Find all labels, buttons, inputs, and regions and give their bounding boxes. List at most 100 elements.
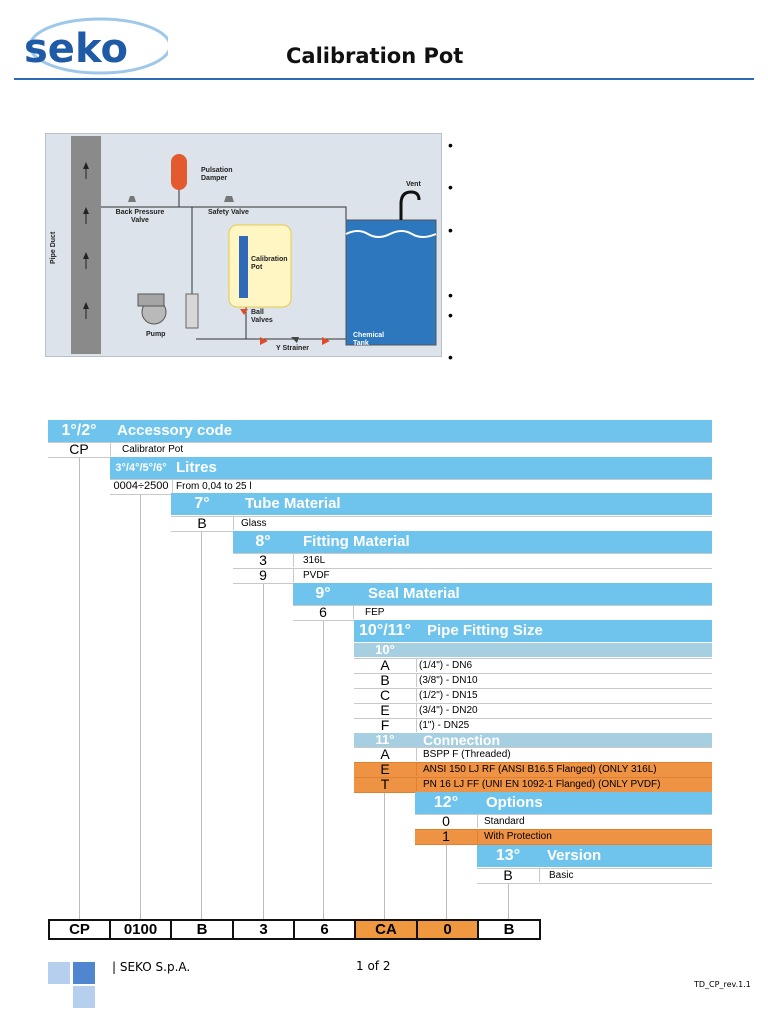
code-segment: CP — [48, 919, 111, 940]
subsection-position: 11° — [375, 732, 395, 747]
row-description: Basic — [549, 870, 574, 881]
subsection-title: Connection — [423, 732, 500, 748]
section-header-options: 12° Options — [415, 792, 712, 814]
row-description: (1/4") - DN6 — [419, 660, 473, 671]
code-segment: 6 — [293, 919, 356, 940]
row-description: PVDF — [303, 570, 330, 581]
table-row: A (1/4") - DN6 — [354, 658, 712, 674]
section-position: 10°/11° — [359, 622, 411, 639]
row-code: CP — [48, 442, 111, 457]
bullet-item: • — [448, 137, 453, 153]
row-description: (3/4") - DN20 — [419, 705, 478, 716]
row-code: A — [354, 747, 417, 762]
code-segment: 0100 — [109, 919, 172, 940]
table-row: B Glass — [171, 516, 712, 532]
table-row: B (3/8") - DN10 — [354, 673, 712, 689]
table-row: B Basic — [477, 868, 712, 884]
subsection-header-size: 10° — [354, 643, 712, 657]
row-code: 1 — [415, 829, 478, 844]
section-position: 13° — [495, 847, 521, 864]
footer-company: | SEKO S.p.A. — [112, 960, 191, 974]
label-safety-valve: Safety Valve — [208, 209, 249, 216]
table-row: A BSPP F (Threaded) — [354, 747, 712, 763]
table-row: 0 Standard — [415, 814, 712, 830]
logo-text: seko — [24, 26, 128, 72]
label-pulsation-damper: Pulsation Damper — [201, 167, 233, 182]
document-reference: TD_CP_rev.1.1 — [694, 980, 751, 989]
subsection-header-connection: 11° Connection — [354, 733, 712, 747]
label-y-strainer: Y Strainer — [276, 345, 309, 352]
section-position: 12° — [433, 794, 459, 811]
row-description: Calibrator Pot — [122, 444, 184, 455]
section-title: Tube Material — [245, 495, 341, 512]
label-calibration-pot: Calibration Pot — [251, 256, 288, 271]
subsection-position: 10° — [375, 642, 395, 657]
section-title: Options — [486, 794, 543, 811]
bullet-item: • — [448, 179, 453, 195]
code-segment: B — [170, 919, 234, 940]
row-code: T — [354, 777, 417, 792]
section-header-tube-material: 7° Tube Material — [171, 493, 712, 515]
section-title: Fitting Material — [303, 533, 410, 550]
table-row-highlighted: 1 With Protection — [415, 829, 712, 845]
row-description: (1") - DN25 — [419, 720, 470, 731]
row-code: 9 — [233, 568, 294, 583]
header-divider — [14, 78, 754, 80]
row-code: B — [354, 673, 417, 688]
table-row: CP Calibrator Pot — [48, 442, 712, 458]
row-code: E — [354, 703, 417, 718]
label-ball-valves: Ball Valves — [251, 309, 273, 324]
row-code: C — [354, 688, 417, 703]
section-header-version: 13° Version — [477, 845, 712, 867]
code-segment: 3 — [232, 919, 295, 940]
row-description: (1/2") - DN15 — [419, 690, 478, 701]
footer-logo-squares — [48, 962, 98, 1008]
installation-diagram: Pulsation Damper Vent Back Pressure Valv… — [45, 133, 442, 357]
row-code: 6 — [293, 605, 354, 620]
label-chemical-tank: Chemical Tank — [353, 332, 385, 347]
row-code: A — [354, 658, 417, 673]
section-header-accessory-code: 1°/2° Accessory code — [48, 420, 712, 442]
section-title: Version — [547, 847, 602, 864]
row-code: E — [354, 762, 417, 777]
section-title: Pipe Fitting Size — [427, 622, 543, 639]
table-row: E (3/4") - DN20 — [354, 703, 712, 719]
code-segment-highlighted: CA — [354, 919, 418, 940]
label-back-pressure-valve: Back Pressure Valve — [115, 209, 165, 224]
row-code: B — [171, 516, 234, 531]
label-pump: Pump — [146, 331, 166, 338]
section-position: 3°/4°/5°/6° — [115, 462, 167, 474]
row-description: From 0,04 to 25 l — [176, 481, 252, 492]
bullet-item: • — [448, 307, 453, 323]
table-row: 3 316L — [233, 553, 712, 569]
row-description: Glass — [241, 518, 267, 529]
section-header-litres: 3°/4°/5°/6° Litres — [110, 457, 712, 479]
section-header-pipe-fitting-size: 10°/11° Pipe Fitting Size — [354, 620, 712, 642]
row-description: (3/8") - DN10 — [419, 675, 478, 686]
bullet-item: • — [448, 349, 453, 365]
code-segment: B — [477, 919, 541, 940]
row-code: B — [477, 868, 540, 883]
section-title: Seal Material — [368, 585, 460, 602]
table-row: 9 PVDF — [233, 568, 712, 584]
table-row: F (1") - DN25 — [354, 718, 712, 734]
page-number: 1 of 2 — [356, 959, 391, 973]
row-code: 0004÷2500 — [110, 479, 173, 493]
section-position: 7° — [194, 495, 210, 512]
code-segment-highlighted: 0 — [416, 919, 479, 940]
table-row-highlighted: T PN 16 LJ FF (UNI EN 1092-1 Flanged) (O… — [354, 777, 712, 793]
table-row-highlighted: E ANSI 150 LJ RF (ANSI B16.5 Flanged) (O… — [354, 762, 712, 778]
section-title: Accessory code — [117, 422, 233, 439]
row-description: ANSI 150 LJ RF (ANSI B16.5 Flanged) (ONL… — [423, 764, 657, 775]
row-description: PN 16 LJ FF (UNI EN 1092-1 Flanged) (ONL… — [423, 779, 661, 790]
bullet-item: • — [448, 222, 453, 238]
row-description: FEP — [365, 607, 385, 618]
section-title: Litres — [176, 459, 217, 476]
section-header-seal-material: 9° Seal Material — [293, 583, 712, 605]
label-vent: Vent — [406, 181, 421, 188]
section-position: 8° — [255, 533, 271, 550]
table-row: 6 FEP — [293, 605, 712, 621]
section-position: 9° — [315, 585, 331, 602]
row-code: F — [354, 718, 417, 733]
row-description: 316L — [303, 555, 326, 566]
